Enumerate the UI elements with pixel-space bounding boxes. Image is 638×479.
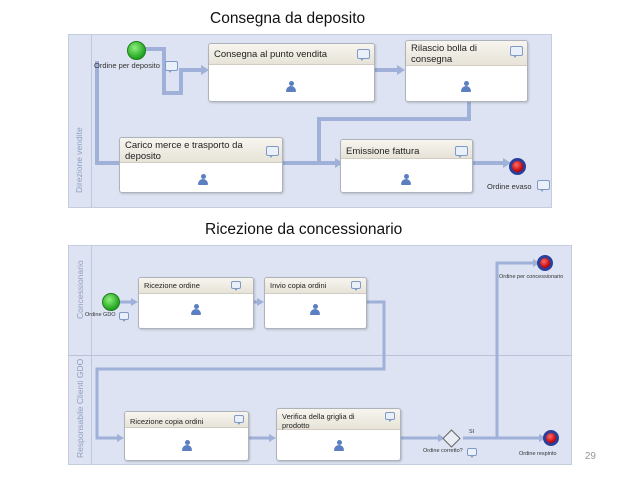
task-label: Verifica della griglia di prodotto: [282, 412, 355, 430]
comment-icon[interactable]: [357, 49, 370, 61]
comment-icon[interactable]: [234, 415, 244, 425]
task-verifica[interactable]: Verifica della griglia di prodotto: [276, 408, 401, 461]
diagram1-connectors: [95, 47, 511, 168]
end-event-bottom[interactable]: [543, 430, 559, 446]
task-label: Invio copia ordini: [270, 281, 327, 290]
diagram1-title: Consegna da deposito: [210, 10, 366, 27]
task-label: Ricezione copia ordini: [130, 417, 204, 426]
task-ricezione-ordine[interactable]: Ricezione ordine: [138, 277, 254, 329]
task-header: [406, 41, 527, 66]
task-header: [341, 140, 472, 159]
task-header: [139, 278, 253, 294]
task-header: [120, 138, 282, 163]
diagram1-canvas: Direzione vendite Ordine per deposito: [68, 34, 552, 208]
end-event-top-label: Ordine per concessionario: [499, 274, 564, 280]
gateway-yes-label: SI: [469, 429, 475, 435]
end-event-label: Ordine evaso: [487, 182, 532, 191]
lane-separator: [69, 355, 571, 356]
user-icon: [461, 81, 471, 93]
comment-icon[interactable]: [455, 146, 468, 158]
task-emissione[interactable]: Emissione fattura: [340, 139, 473, 193]
end-event[interactable]: [509, 158, 526, 175]
comment-icon[interactable]: [351, 281, 361, 291]
user-icon: [310, 304, 320, 316]
user-icon: [198, 174, 208, 186]
task-header: [209, 44, 374, 65]
task-header: [277, 409, 400, 430]
gateway-label: Ordine corretto?: [423, 448, 463, 454]
start-event-label: Ordine per deposito: [94, 61, 160, 70]
task-label: Emissione fattura: [346, 146, 420, 157]
task-label: Ricezione ordine: [144, 281, 200, 290]
user-icon: [286, 81, 296, 93]
user-icon: [182, 440, 192, 452]
diagram2-title: Ricezione da concessionario: [205, 221, 403, 238]
task-consegna[interactable]: Consegna al punto vendita: [208, 43, 375, 102]
comment-icon[interactable]: [231, 281, 241, 291]
user-icon: [401, 174, 411, 186]
end-event-bottom-label: Ordine respinto: [519, 451, 557, 457]
comment-icon[interactable]: [165, 61, 178, 73]
end-event-top[interactable]: [537, 255, 553, 271]
task-header: [265, 278, 366, 294]
task-label: Carico merce e trasporto da deposito: [125, 140, 243, 162]
comment-icon[interactable]: [266, 146, 279, 158]
comment-icon[interactable]: [385, 412, 395, 422]
comment-icon[interactable]: [119, 312, 129, 322]
task-label: Rilascio bolla di consegna: [411, 43, 478, 65]
task-invio-copia[interactable]: Invio copia ordini: [264, 277, 367, 329]
diagram2-connectors: [95, 259, 546, 442]
task-carico[interactable]: Carico merce e trasporto da deposito: [119, 137, 283, 193]
start-event[interactable]: [102, 293, 120, 311]
comment-icon[interactable]: [537, 180, 550, 192]
comment-icon[interactable]: [467, 448, 477, 458]
start-event[interactable]: [127, 41, 146, 60]
page-number: 29: [584, 451, 596, 462]
comment-icon[interactable]: [510, 46, 523, 58]
lane-separator: [91, 35, 92, 207]
task-ricezione-copia[interactable]: Ricezione copia ordini: [124, 411, 249, 461]
task-header: [125, 412, 248, 428]
start-event-label: Ordine GDO: [85, 312, 116, 318]
task-label: Consegna al punto vendita: [214, 49, 328, 60]
task-rilascio[interactable]: Rilascio bolla di consegna: [405, 40, 528, 102]
diagram2-canvas: Concessionario Responsabile Clienti GDO: [68, 245, 572, 465]
user-icon: [334, 440, 344, 452]
user-icon: [191, 304, 201, 316]
